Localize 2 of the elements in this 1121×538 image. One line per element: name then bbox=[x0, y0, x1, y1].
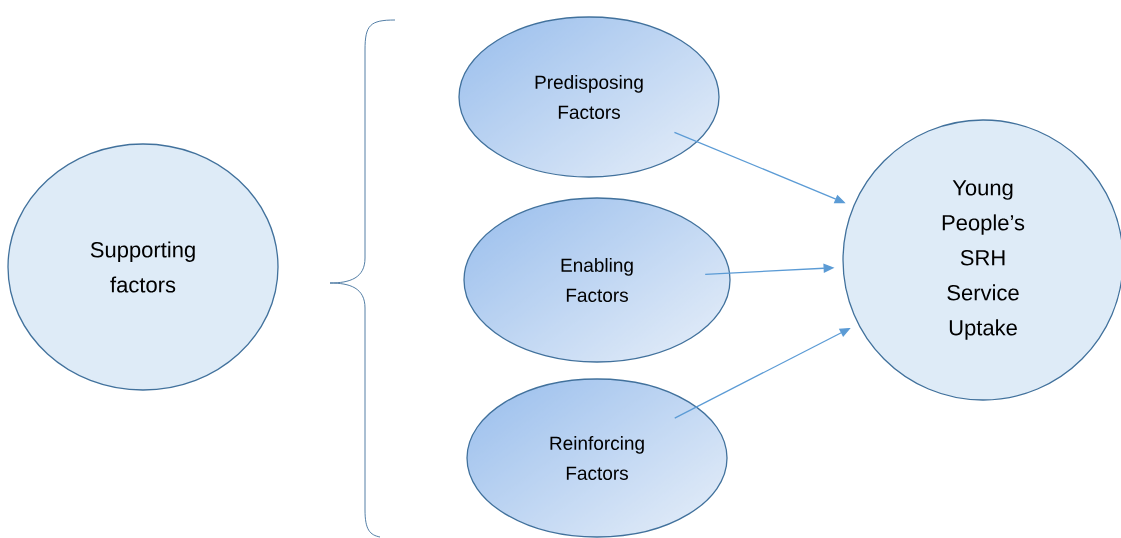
circle-node: Young People’s SRH Service Uptake bbox=[842, 119, 1121, 401]
circle-node: Supporting factors bbox=[7, 143, 279, 391]
